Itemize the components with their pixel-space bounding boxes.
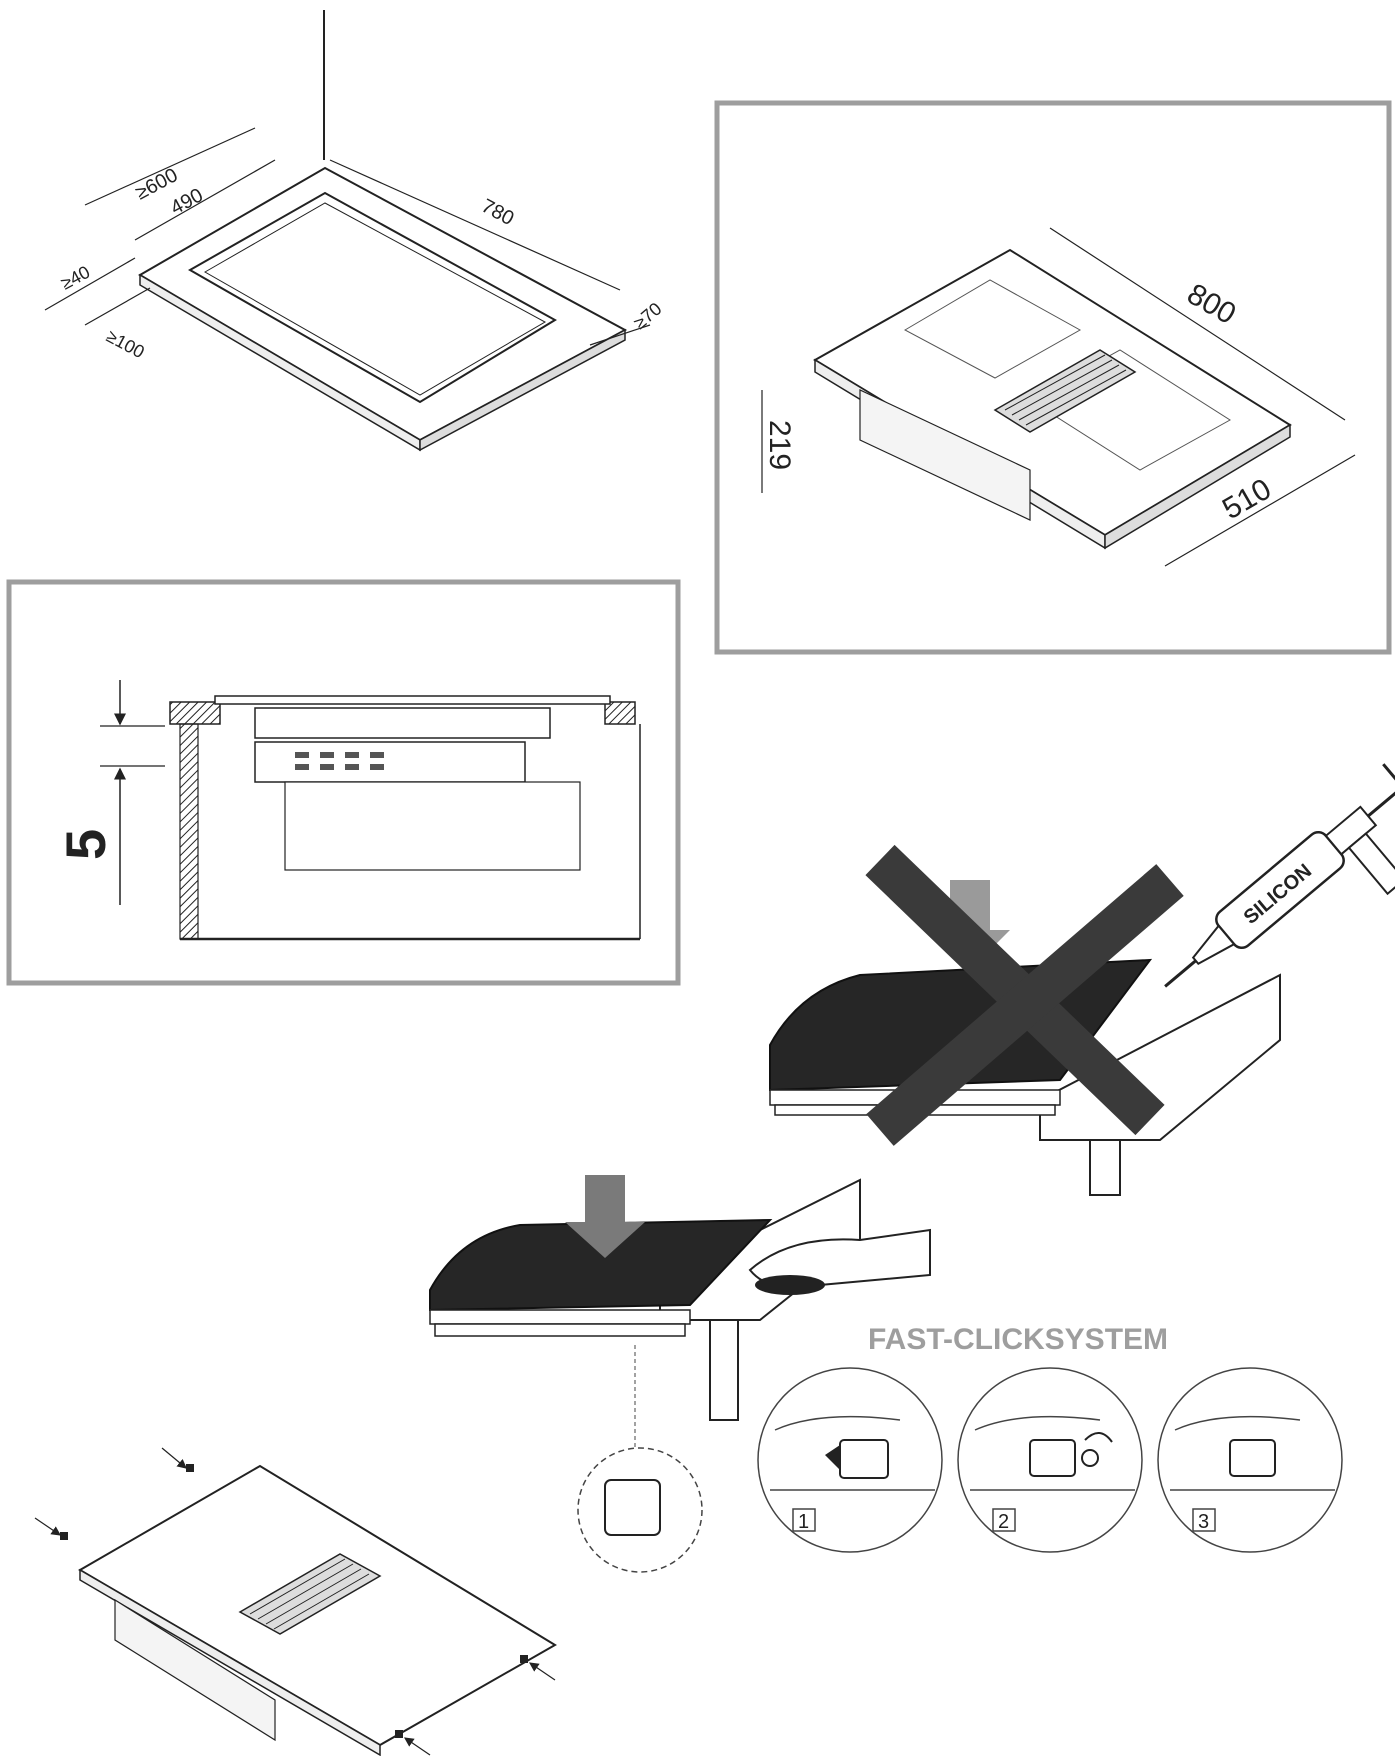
dim-gap: 5 <box>54 829 117 860</box>
sealing-tape <box>755 1275 825 1295</box>
cabinet-wall <box>179 723 199 940</box>
cabinet-leg <box>1089 1139 1121 1196</box>
worktop-section-left <box>169 701 221 725</box>
hob-lower-body <box>254 741 526 783</box>
fast-click-steps: 1 2 3 <box>757 1367 1343 1553</box>
fast-click-title: FAST-CLICKSYSTEM <box>868 1323 1168 1356</box>
clip <box>1029 1439 1076 1477</box>
clip <box>839 1439 889 1479</box>
step-2: 2 <box>957 1367 1143 1553</box>
dim-hob-depth: 510 <box>1217 472 1277 526</box>
extractor-vent <box>238 1553 382 1635</box>
panel-frame <box>714 100 1392 655</box>
cross-mark <box>866 864 1184 1146</box>
dim-min-side: ≥100 <box>103 326 148 362</box>
cutout-diagram: ≥600 490 780 ≥40 ≥100 ≥70 <box>44 10 666 452</box>
hob-casing <box>859 389 1031 521</box>
clip-icon <box>395 1730 403 1738</box>
dim-width: 780 <box>478 195 518 230</box>
screw-icon <box>1081 1449 1099 1467</box>
worktop-side-edge <box>419 328 626 452</box>
dim-hob-width: 800 <box>1182 277 1242 331</box>
clip <box>1229 1439 1276 1477</box>
cutout-hole <box>187 191 557 404</box>
step-1: 1 <box>757 1367 943 1553</box>
step-number: 2 <box>998 1511 1009 1533</box>
silicone-not-allowed-illustration: SILICON <box>769 763 1395 1196</box>
hob-front-edge <box>79 1568 381 1756</box>
step-number: 3 <box>1198 1511 1209 1533</box>
rotate-arrow-icon <box>1084 1432 1113 1443</box>
step-number: 1 <box>798 1511 809 1533</box>
worktop-section-right <box>604 701 636 725</box>
cooking-zone <box>903 279 1082 379</box>
cabinet-leg <box>709 1319 739 1421</box>
clip-detail <box>604 1479 661 1536</box>
dim-hob-height: 219 <box>763 420 796 470</box>
correct-installation-illustration <box>429 1175 931 1573</box>
motor-housing <box>284 781 581 871</box>
cutout-inner-edge <box>203 202 547 396</box>
clip-icon <box>60 1532 68 1540</box>
extractor-vent <box>993 349 1137 433</box>
hob-upper-body <box>254 707 551 739</box>
hob-glass-section <box>214 695 611 705</box>
arrow-icon <box>825 1445 840 1470</box>
clip-icon <box>186 1464 194 1472</box>
detail-circle <box>577 1447 703 1573</box>
step-3: 3 <box>1157 1367 1343 1553</box>
press-down-arrow <box>565 1175 645 1258</box>
dim-min-front: ≥40 <box>57 262 93 294</box>
hob-glass <box>429 1218 773 1312</box>
clip-icon <box>520 1655 528 1663</box>
hob-clip-positions <box>34 1447 557 1756</box>
dim-depth: 490 <box>167 184 207 219</box>
hob-frame <box>429 1309 691 1325</box>
hob-casing <box>114 1598 276 1742</box>
hob-dimensions-panel: 800 219 510 <box>714 100 1392 655</box>
panel-frame <box>6 579 681 986</box>
hob-side-edge <box>1104 423 1291 550</box>
dim-min-rear: ≥70 <box>630 299 666 334</box>
section-view-panel: 5 <box>6 579 681 986</box>
